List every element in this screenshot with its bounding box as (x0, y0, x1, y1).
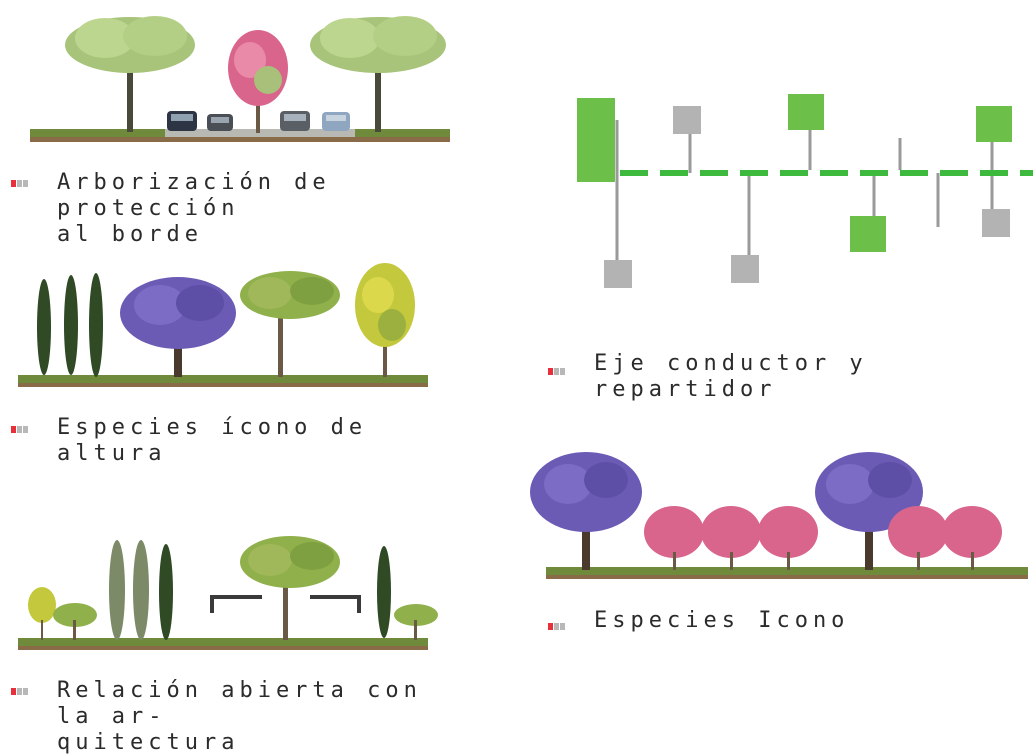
panel-especies-icono: Especies Icono (520, 440, 1033, 640)
panel-eje: Eje conductor y repartidor (520, 80, 1033, 402)
shrub-pink (888, 506, 948, 570)
bullet-icon (548, 623, 566, 630)
car-2 (207, 114, 233, 131)
caption-relacion: Relación abierta con la ar- quitectura (57, 678, 470, 756)
caption-especies-altura: Especies ícono de altura (57, 415, 368, 466)
green-box (850, 216, 886, 252)
tree-jacaranda-left (530, 452, 642, 570)
bullet-icon (548, 368, 566, 375)
tree-jacaranda-right (815, 452, 923, 570)
scene-open-relation (18, 536, 438, 650)
caption-eje: Eje conductor y repartidor (594, 351, 868, 402)
car-1 (167, 111, 197, 131)
gray-box (731, 255, 759, 283)
shrub-green-left (53, 603, 97, 640)
bullet-icon (11, 688, 29, 695)
cypress-2 (64, 275, 78, 375)
scene-roadside-trees (30, 16, 450, 142)
cypress-1 (37, 279, 51, 375)
green-box (976, 106, 1012, 142)
caption-arborizacion: Arborización de protección al borde (57, 170, 470, 248)
car-3 (280, 111, 310, 131)
cypress-dark (159, 544, 173, 640)
shrub-pink (701, 506, 761, 570)
bullet-icon (11, 426, 29, 433)
scene-icon-species (530, 452, 1028, 579)
cypress-pale-1 (109, 540, 125, 640)
tree-canopy-center (240, 536, 340, 640)
scene-tall-species (18, 263, 428, 387)
cypress-3 (89, 273, 103, 377)
tree-left (65, 16, 195, 132)
green-box (788, 94, 824, 130)
panel-especies-altura: Especies ícono de altura (0, 255, 470, 466)
tree-yellow (355, 263, 415, 377)
building-left (210, 595, 262, 613)
gray-box (673, 106, 701, 134)
caption-line-1: Relación abierta con la ar- (57, 678, 422, 729)
car-4 (322, 112, 350, 131)
shrub-pink (758, 506, 818, 570)
caption-especies-icono: Especies Icono (594, 608, 850, 633)
panel-arborizacion: Arborización de protección al borde (0, 0, 470, 247)
shrub-yellow (28, 587, 56, 640)
bullet-icon (11, 180, 29, 187)
cypress-pale-2 (133, 540, 149, 640)
diagram-axis (577, 94, 1033, 288)
panel-relacion: Relación abierta con la ar- quitectura (0, 520, 470, 755)
tree-canopy (240, 271, 340, 377)
tree-jacaranda (120, 277, 236, 377)
caption-line-1: Arborización de protección (57, 170, 331, 221)
tree-pink-center (228, 30, 288, 133)
shrub-pink (644, 506, 704, 570)
caption-line-2: quitectura (57, 730, 240, 755)
green-box-large (577, 98, 615, 182)
gray-box (982, 209, 1010, 237)
shrub-green-right (394, 604, 438, 640)
tree-right (310, 16, 446, 132)
shrub-pink (942, 506, 1002, 570)
caption-line-2: al borde (57, 222, 203, 247)
gray-box (604, 260, 632, 288)
cypress-right (377, 546, 391, 638)
building-right (310, 595, 361, 613)
